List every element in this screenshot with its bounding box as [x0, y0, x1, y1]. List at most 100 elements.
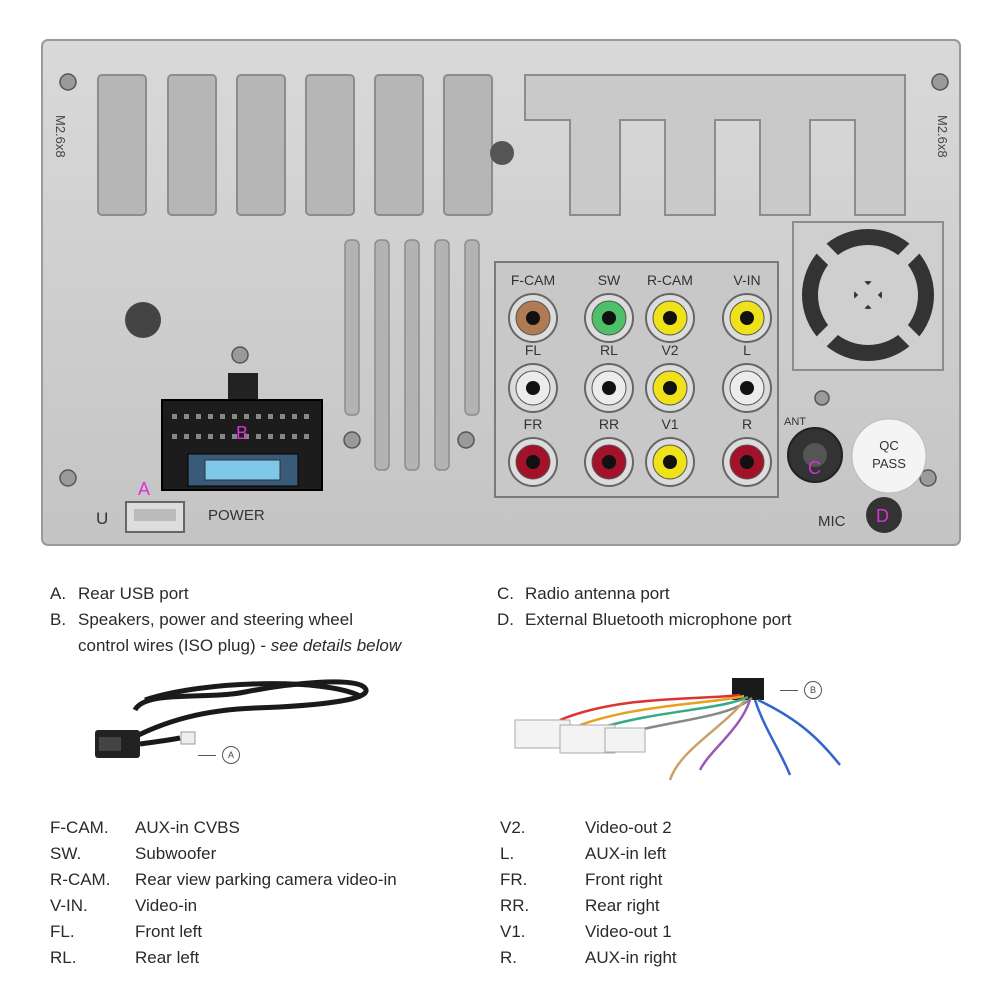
iso-pin — [244, 434, 249, 439]
abbreviation-value: Front left — [135, 922, 203, 941]
abbreviation-row: RR. Rear right — [500, 896, 920, 918]
iso-pin — [232, 434, 237, 439]
rca-center-hole — [740, 381, 754, 395]
abbreviation-key: L. — [500, 844, 515, 863]
pass-text: PASS — [872, 456, 906, 471]
rca-label: V-IN — [733, 272, 760, 288]
rca-label: F-CAM — [511, 272, 555, 288]
rca-center-hole — [526, 455, 540, 469]
ant-label: ANT — [784, 416, 806, 428]
abbreviation-value: Front right — [585, 870, 663, 889]
iso-pin — [280, 414, 285, 419]
legend-d-key: D. — [497, 610, 514, 629]
abbreviation-key: V1. — [500, 922, 526, 941]
iso-pin — [244, 414, 249, 419]
rca-center-hole — [526, 311, 540, 325]
marker-d: D — [876, 506, 889, 526]
rca-center-hole — [663, 381, 677, 395]
iso-pin — [220, 434, 225, 439]
abbreviation-value: Video-out 1 — [585, 922, 672, 941]
mic-label: MIC — [818, 513, 846, 530]
rca-label: SW — [598, 272, 621, 288]
iso-pin — [256, 414, 261, 419]
legend-d-text: External Bluetooth microphone port — [525, 610, 792, 629]
iso-harness-illustration — [514, 678, 841, 781]
abbreviation-key: FR. — [500, 870, 528, 889]
abbreviation-row: F-CAM. AUX-in CVBS — [50, 818, 470, 840]
marker-c: C — [808, 458, 821, 478]
marker-a: A — [138, 479, 150, 499]
iso-pin — [184, 434, 189, 439]
rca-label: RL — [600, 342, 618, 358]
rca-label: R-CAM — [647, 272, 693, 288]
abbreviation-key: R-CAM. — [50, 870, 111, 889]
abbreviation-row: V1. Video-out 1 — [500, 922, 920, 944]
callout-b-line — [780, 689, 798, 691]
lower-slots — [344, 239, 480, 471]
callout-a-circle: A — [222, 746, 240, 764]
abbreviation-key: V-IN. — [50, 896, 88, 915]
abbreviation-key: SW. — [50, 844, 82, 863]
abbreviation-key: FL. — [50, 922, 75, 941]
abbreviation-value: Subwoofer — [135, 844, 217, 863]
side-text-left: M2.6x8 — [53, 115, 68, 158]
iso-pin — [304, 414, 309, 419]
abbreviation-key: V2. — [500, 818, 526, 837]
abbreviation-value: Rear left — [135, 948, 200, 967]
side-text-right: M2.6x8 — [935, 115, 950, 158]
mic-port — [866, 497, 902, 533]
rca-center-hole — [602, 381, 616, 395]
fan — [792, 221, 944, 371]
legend-b-text2: control wires (ISO plug) - — [78, 636, 271, 655]
rca-label: V1 — [661, 416, 678, 432]
rca-label: R — [742, 416, 752, 432]
rca-center-hole — [663, 455, 677, 469]
iso-pin — [280, 434, 285, 439]
qc-sticker — [851, 418, 927, 494]
callout-a: A — [198, 746, 240, 764]
legend-b-italic: see details below — [270, 636, 402, 655]
abbreviation-row: FR. Front right — [500, 870, 920, 892]
abbreviation-row: R.AUX-in right — [500, 948, 920, 970]
callout-a-line — [198, 754, 216, 756]
abbreviation-row: R-CAM.Rear view parking camera video-in — [50, 870, 470, 892]
rca-center-hole — [526, 381, 540, 395]
iso-pin — [232, 414, 237, 419]
abbreviation-key: R. — [500, 948, 517, 967]
legend-b-key: B. — [50, 610, 67, 629]
iso-pin — [184, 414, 189, 419]
usb-cable-illustration — [95, 679, 369, 758]
iso-pin — [208, 434, 213, 439]
abbreviation-value: Rear right — [585, 896, 660, 915]
legend-a-text: Rear USB port — [78, 584, 189, 603]
heatsink-pattern — [524, 74, 906, 216]
abbreviation-row: FL. Front left — [50, 922, 470, 944]
usb-label: U — [96, 509, 108, 528]
abbreviation-key: F-CAM. — [50, 818, 109, 837]
rca-label: RR — [599, 416, 619, 432]
abbreviation-row: L.AUX-in left — [500, 844, 920, 866]
rca-label: L — [743, 342, 751, 358]
iso-pin — [196, 414, 201, 419]
abbreviation-value: AUX-in CVBS — [135, 818, 240, 837]
iso-plug — [161, 373, 323, 491]
abbreviation-row: SW. Subwoofer — [50, 844, 470, 866]
legend-c-key: C. — [497, 584, 514, 603]
iso-pin — [268, 414, 273, 419]
legend-c-text: Radio antenna port — [525, 584, 670, 603]
abbreviation-key: RR. — [500, 896, 530, 915]
rca-center-hole — [602, 311, 616, 325]
abbreviation-row: V2. Video-out 2 — [500, 818, 920, 840]
qc-text: QC — [879, 438, 899, 453]
iso-pin — [256, 434, 261, 439]
legend-b-line2: control wires (ISO plug) - see details b… — [78, 636, 401, 656]
abbreviation-key: RL. — [50, 948, 77, 967]
rca-center-hole — [602, 455, 616, 469]
iso-pin — [304, 434, 309, 439]
rca-label: FR — [524, 416, 543, 432]
iso-pin — [292, 434, 297, 439]
abbreviation-value: Video-out 2 — [585, 818, 672, 837]
legend-a-key: A. — [50, 584, 67, 603]
iso-pin — [196, 434, 201, 439]
